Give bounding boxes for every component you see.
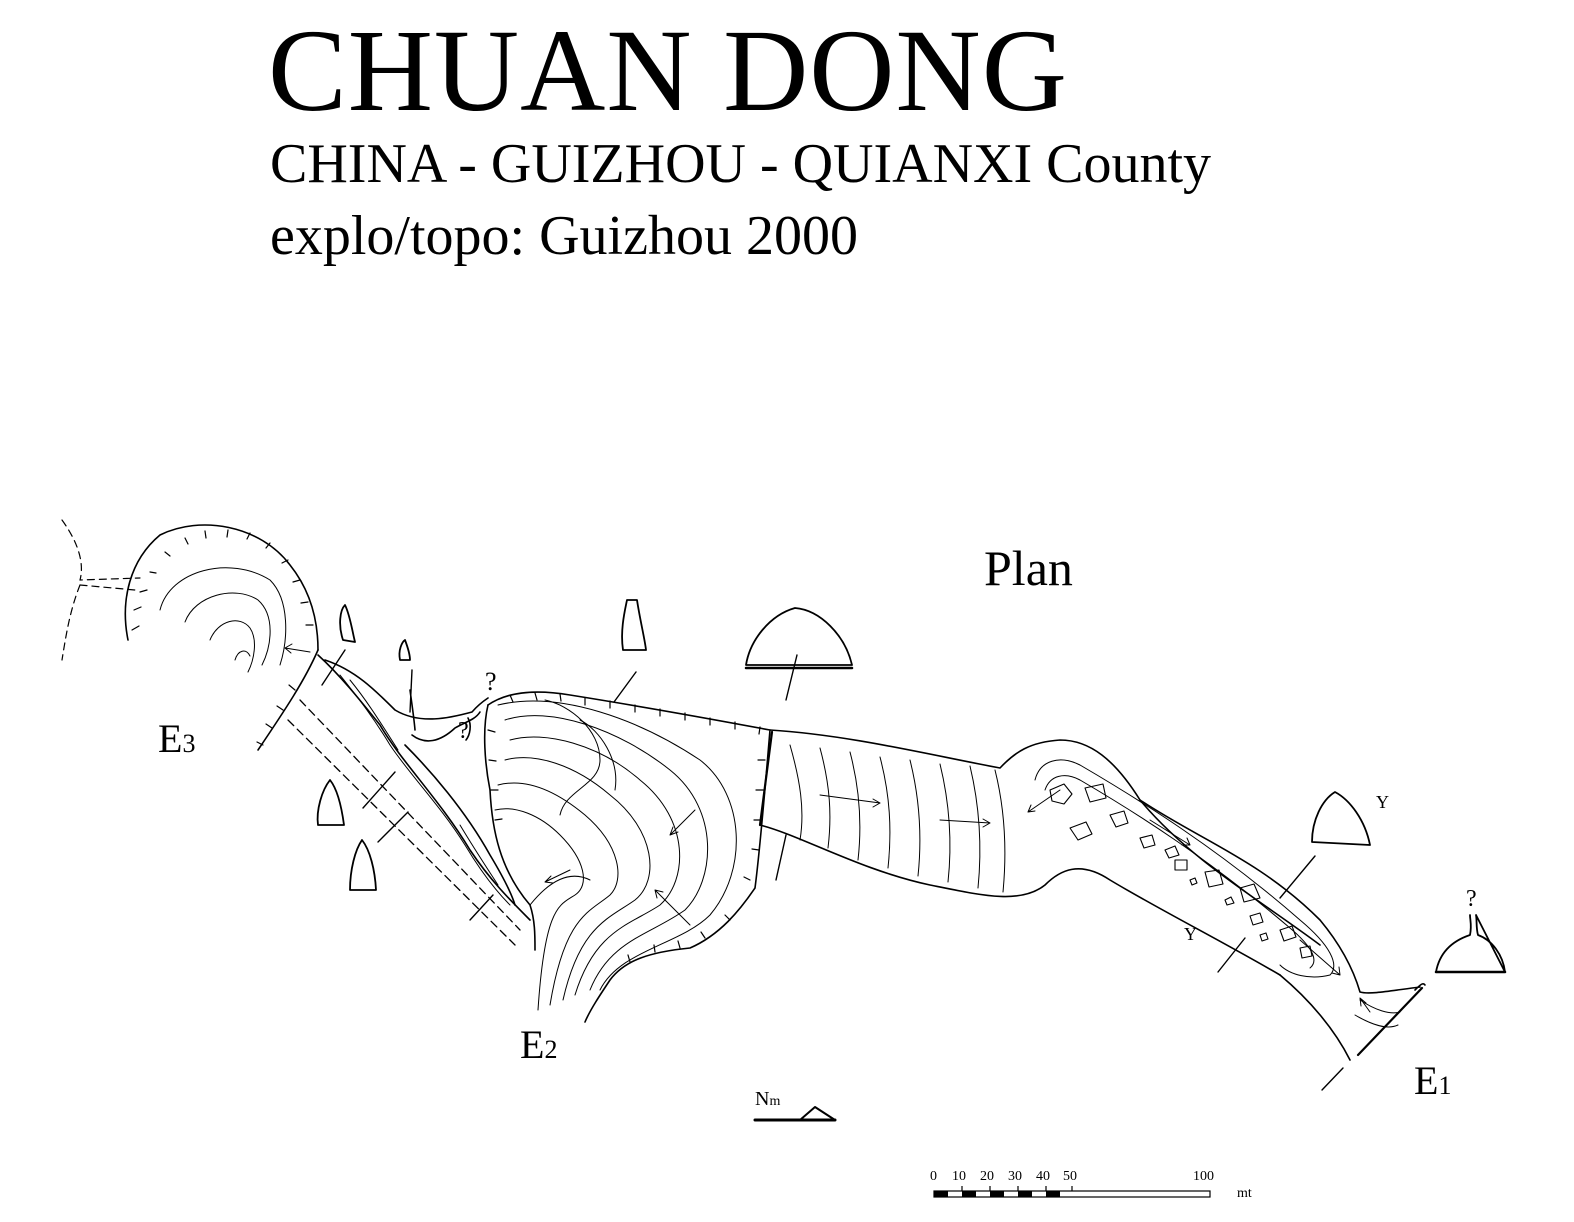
main-chamber-contours <box>494 699 737 1011</box>
unknown-continuation-mark: ? <box>458 718 469 744</box>
north-arrow-head <box>799 1106 836 1121</box>
section-cut-lines <box>321 649 1344 1091</box>
e1-boulders <box>1049 783 1313 959</box>
entrance-e2-label: E2 <box>520 1022 557 1067</box>
e3-contour-lines <box>159 567 287 673</box>
e1-passage-arrows <box>1027 789 1371 1013</box>
e3-drip-ticks-left <box>256 684 296 746</box>
north-arrow-label: Nm <box>755 1088 780 1110</box>
gallery-cross-arcs <box>789 744 1006 893</box>
e3-drip-line-ticks <box>131 529 314 631</box>
entrance-e3-label: E3 <box>158 716 195 761</box>
section-profile-5 <box>316 779 345 826</box>
e3-drip-line-left <box>257 649 319 751</box>
side-branch <box>409 689 481 742</box>
entrance-e3-subscript: 3 <box>182 729 195 758</box>
scale-bar-tick-label: 0 <box>930 1169 937 1184</box>
section-profile-8 <box>1435 914 1506 973</box>
e3-chamber-outline <box>124 524 319 651</box>
stream-channel <box>339 674 511 906</box>
surface-track-dashed <box>61 519 141 661</box>
gallery-top-wall <box>769 729 1321 946</box>
scale-bar: 0 10 20 30 40 50 100 mt <box>930 1169 1252 1201</box>
section-profile-4 <box>745 607 853 666</box>
e1-exit-line <box>1414 983 1426 991</box>
entrance-e2-subscript: 2 <box>544 1035 557 1064</box>
section-profile-6 <box>349 839 377 891</box>
e1-passage-contours <box>1034 759 1401 1028</box>
scale-bar-segment <box>1018 1191 1032 1197</box>
unknown-continuation-mark: ? <box>485 667 497 696</box>
section-profile-3 <box>621 599 647 651</box>
map-credits: explo/topo: Guizhou 2000 <box>270 205 858 267</box>
branch-symbol: Y <box>1376 792 1389 812</box>
section-profile-1 <box>339 604 356 643</box>
scale-bar-segment <box>990 1191 1004 1197</box>
map-title: CHUAN DONG <box>268 5 1068 136</box>
plan-view-label: Plan <box>984 540 1073 596</box>
scale-bar-tick-label: 100 <box>1193 1169 1214 1184</box>
scale-bar-tick-label: 20 <box>980 1169 994 1184</box>
scale-bar-tick-label: 30 <box>1008 1169 1022 1184</box>
main-chamber-boulder-wall <box>758 730 774 827</box>
scale-bar-segment <box>1046 1191 1060 1197</box>
stream-passage-right-wall <box>324 659 489 720</box>
main-chamber-arrows <box>544 809 696 926</box>
gallery-bottom-wall <box>759 824 1281 976</box>
scale-bar-tick-label: 40 <box>1036 1169 1050 1184</box>
scale-bar-segment <box>934 1191 948 1197</box>
map-location: CHINA - GUIZHOU - QUIANXI County <box>270 133 1212 195</box>
dashed-passage <box>287 699 521 946</box>
gallery-arrows <box>819 794 991 828</box>
unknown-continuation-mark: ? <box>1466 886 1477 912</box>
main-chamber-drip-ticks <box>487 692 766 963</box>
e1-passage-lower-wall <box>1279 974 1351 1061</box>
stream-passage-inner-wall <box>404 744 516 906</box>
e1-boulder-wall <box>1356 986 1424 1057</box>
entrance-e1-label: E1 <box>1414 1058 1451 1103</box>
main-chamber-left-wall <box>483 704 536 951</box>
section-profile-7 <box>1311 791 1371 846</box>
branch-symbol: Y <box>1184 924 1197 944</box>
e3-arrow <box>284 643 311 654</box>
scale-bar-tick-label: 50 <box>1063 1169 1077 1184</box>
e1-passage-upper-wall <box>1139 799 1421 994</box>
section-profile-2 <box>398 639 411 661</box>
scale-bar-unit: mt <box>1237 1186 1252 1201</box>
entrance-e1-subscript: 1 <box>1438 1071 1451 1100</box>
scale-bar-tick-label: 10 <box>952 1169 966 1184</box>
north-arrow-subscript: m <box>769 1094 780 1109</box>
main-chamber-outline <box>487 691 771 1023</box>
scale-bar-segment <box>962 1191 976 1197</box>
